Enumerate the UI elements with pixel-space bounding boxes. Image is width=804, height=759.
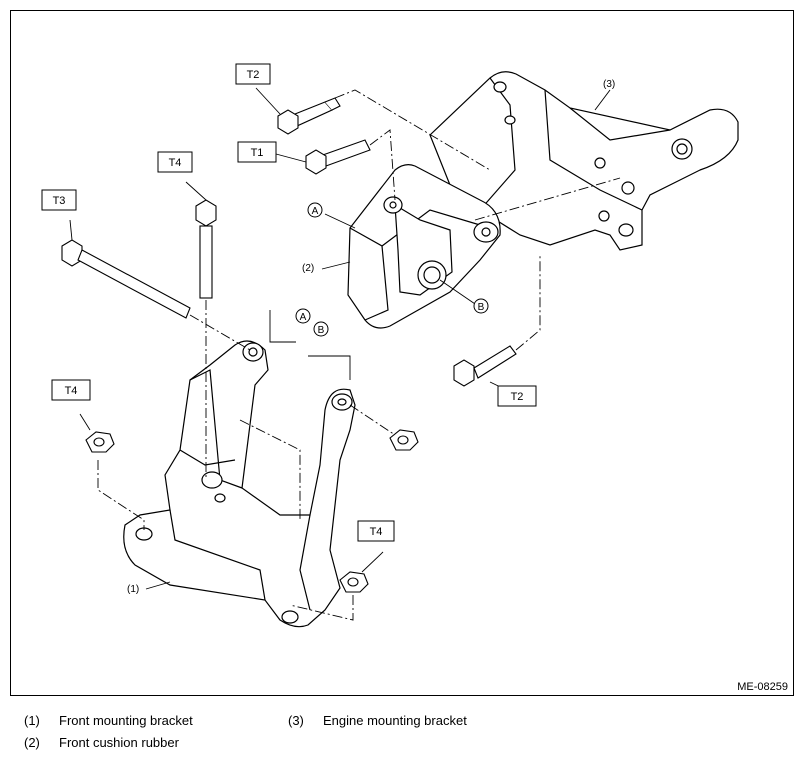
legend-text: Front cushion rubber: [59, 735, 179, 750]
legend-number: (1): [24, 713, 40, 728]
legend-text: Engine mounting bracket: [323, 713, 467, 728]
bolt-t3-long: [61, 239, 191, 319]
legend-text: Front mounting bracket: [59, 713, 193, 728]
torque-tag-t1: T1: [237, 141, 277, 163]
svg-text:T4: T4: [370, 526, 383, 538]
marker-a-bracket: A: [295, 308, 311, 324]
torque-tag-t3: T3: [41, 189, 77, 211]
torque-tag-t4-right: T4: [357, 520, 395, 542]
callout-part-1: (1): [127, 584, 139, 595]
svg-text:T4: T4: [169, 157, 182, 169]
legend-number: (3): [288, 713, 304, 728]
bolt-t2-upper: [277, 97, 341, 135]
svg-text:T3: T3: [53, 195, 66, 207]
svg-text:T2: T2: [247, 69, 260, 81]
svg-text:B: B: [318, 325, 325, 336]
diagram-frame: [10, 10, 794, 696]
front-mounting-bracket: [123, 340, 356, 628]
bolt-t1: [305, 139, 371, 175]
marker-b-cushion: B: [473, 298, 489, 314]
nut-t4-left: [85, 431, 115, 453]
exploded-view-diagram: T2 T1 T4 T3 T4 T4 T2 (3) (2) (1) A B A: [10, 10, 794, 696]
bolt-t2-lower: [453, 345, 517, 387]
svg-text:T4: T4: [65, 385, 78, 397]
callout-part-3: (3): [603, 79, 615, 90]
marker-b-bracket: B: [313, 321, 329, 337]
marker-a-cushion: A: [307, 202, 323, 218]
svg-text:A: A: [300, 312, 307, 323]
svg-text:T1: T1: [251, 147, 264, 159]
torque-tag-t4-left: T4: [51, 379, 91, 401]
torque-tag-t2-upper: T2: [235, 63, 271, 85]
leader-lines: [69, 87, 611, 590]
svg-text:A: A: [312, 206, 319, 217]
bolt-t4-vertical: [195, 199, 217, 299]
alignment-lines: [97, 89, 621, 621]
front-cushion-rubber: [347, 164, 501, 329]
engine-mounting-bracket: [429, 71, 739, 251]
nut-t4-bottom: [339, 571, 369, 593]
svg-text:B: B: [478, 302, 485, 313]
nut-right: [389, 429, 419, 451]
svg-text:T2: T2: [511, 391, 524, 403]
torque-tag-t2-lower: T2: [497, 385, 537, 407]
callout-part-2: (2): [302, 263, 314, 274]
legend-number: (2): [24, 735, 40, 750]
torque-tag-t4-top: T4: [157, 151, 193, 173]
figure-code: ME-08259: [737, 681, 788, 693]
